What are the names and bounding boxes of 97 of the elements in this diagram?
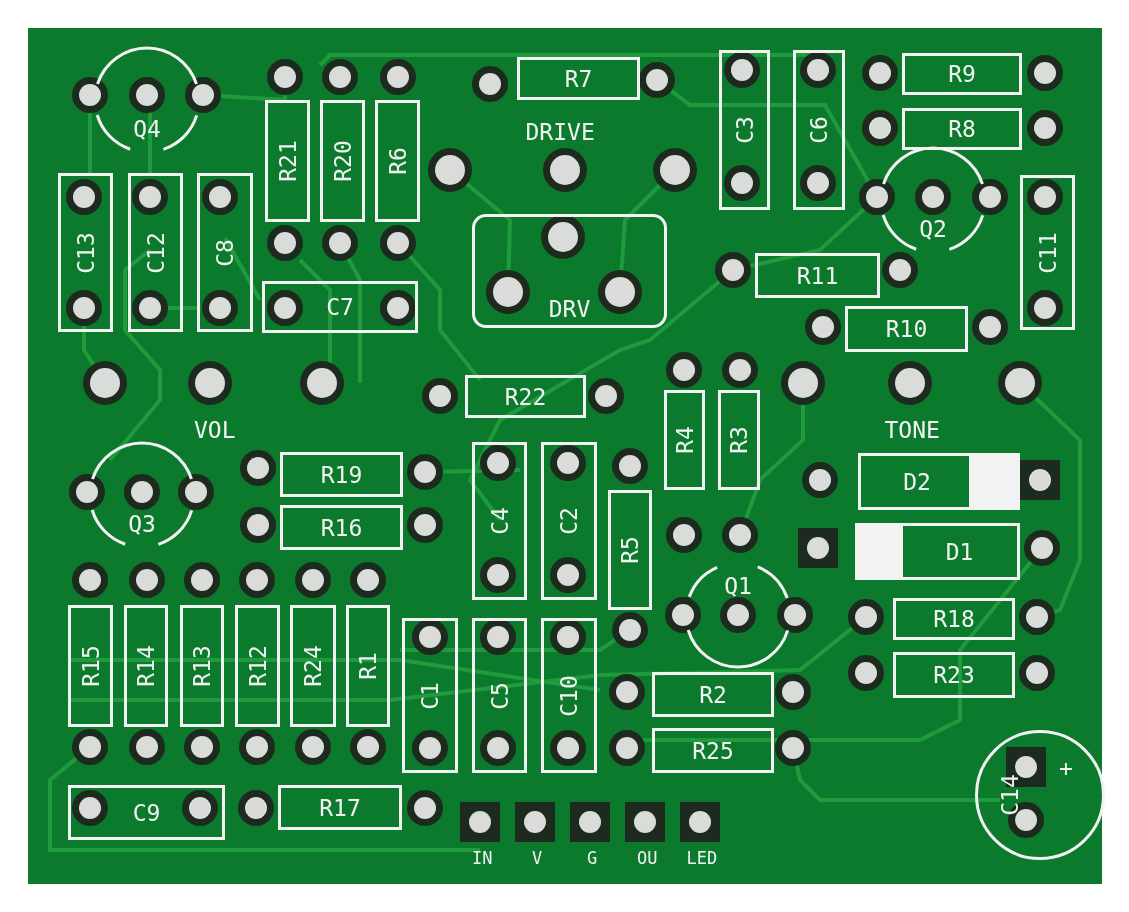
diode-outline xyxy=(855,523,1020,580)
component-outline xyxy=(265,100,310,222)
designator-label: DRV xyxy=(548,297,591,321)
component-outline xyxy=(652,672,774,717)
component-outline xyxy=(320,100,365,222)
component-outline xyxy=(902,53,1022,95)
component-outline xyxy=(128,173,183,332)
component-outline xyxy=(58,173,113,332)
designator-label: R11 xyxy=(796,263,839,288)
component-outline xyxy=(541,618,597,773)
designator-label: R19 xyxy=(320,462,363,487)
silkscreen-label: VOL xyxy=(194,418,236,442)
designator-label: R13 xyxy=(190,645,214,687)
designator-label: R12 xyxy=(245,645,270,687)
component-outline xyxy=(893,598,1015,640)
diode-outline xyxy=(858,453,1020,510)
designator-label: R15 xyxy=(78,645,103,687)
component-outline xyxy=(375,100,420,222)
component-outline xyxy=(124,605,168,727)
designator-label: R1 xyxy=(356,652,380,680)
pin-label: V xyxy=(532,849,543,867)
silkscreen-label: + xyxy=(1059,756,1073,780)
designator-label: Q1 xyxy=(724,574,752,598)
designator-label: C4 xyxy=(487,507,512,535)
designator-label: R20 xyxy=(330,140,355,182)
designator-label: C7 xyxy=(326,295,354,319)
designator-label: R4 xyxy=(672,426,697,454)
component-outline xyxy=(68,605,113,727)
component-outline xyxy=(472,442,527,600)
pin-label: OU xyxy=(637,849,658,867)
designator-label: C11 xyxy=(1035,231,1060,274)
designator-label: D1 xyxy=(945,539,974,564)
component-outline xyxy=(465,375,586,418)
component-outline xyxy=(180,605,224,727)
designator-label: R10 xyxy=(885,317,928,341)
designator-label: R7 xyxy=(564,66,593,91)
component-outline xyxy=(278,785,402,830)
component-outline xyxy=(755,253,880,298)
designator-label: R24 xyxy=(301,645,325,687)
designator-label: C14 xyxy=(998,774,1022,816)
component-outline xyxy=(262,281,418,333)
designator-label: R23 xyxy=(933,663,975,687)
designator-label: C13 xyxy=(73,231,98,274)
component-outline xyxy=(197,173,253,332)
component-outline xyxy=(1020,175,1075,330)
designator-label: C1 xyxy=(418,681,442,710)
designator-label: D2 xyxy=(903,469,931,494)
component-outline xyxy=(664,390,705,490)
designator-label: C2 xyxy=(557,507,581,535)
pin-label: G xyxy=(587,849,598,867)
designator-label: R18 xyxy=(933,607,975,631)
component-outline xyxy=(402,618,458,773)
component-outline xyxy=(541,442,597,600)
component-outline xyxy=(472,618,527,773)
designator-label: C12 xyxy=(143,231,168,274)
pin-label: LED xyxy=(686,849,718,867)
designator-label: R5 xyxy=(618,536,642,564)
designator-label: R17 xyxy=(319,795,361,820)
designator-label: C5 xyxy=(487,681,512,710)
silkscreen-label: TONE xyxy=(884,418,940,442)
component-outline xyxy=(517,57,640,100)
designator-label: R16 xyxy=(320,515,363,540)
component-outline xyxy=(608,490,652,610)
designator-label: C8 xyxy=(213,238,237,267)
component-outline xyxy=(280,452,403,497)
component-outline xyxy=(346,605,390,727)
designator-label: R21 xyxy=(275,140,300,182)
silkscreen-label: DRIVE xyxy=(525,120,595,144)
capacitor-outline xyxy=(975,730,1105,860)
designator-label: R25 xyxy=(692,738,734,763)
component-outline xyxy=(845,306,968,352)
component-outline xyxy=(235,605,280,727)
component-outline xyxy=(902,108,1022,150)
designator-label: C10 xyxy=(557,674,581,717)
component-outline xyxy=(718,390,760,490)
designator-label: C3 xyxy=(732,116,757,144)
component-outline xyxy=(793,50,845,210)
component-outline xyxy=(68,785,225,840)
component-outline xyxy=(290,605,336,727)
component-outline xyxy=(280,505,403,550)
designator-label: Q2 xyxy=(919,217,947,241)
designator-label: C9 xyxy=(132,800,161,825)
designator-label: Q4 xyxy=(133,117,161,141)
designator-label: R9 xyxy=(948,62,976,86)
designator-label: R2 xyxy=(699,682,727,707)
component-outline xyxy=(652,728,774,773)
designator-label: R14 xyxy=(134,645,158,687)
designator-label: R22 xyxy=(504,384,547,409)
component-outline xyxy=(893,652,1015,698)
pin-label: IN xyxy=(472,849,493,867)
component-outline xyxy=(719,50,770,210)
designator-label: R3 xyxy=(727,426,751,454)
designator-label: C6 xyxy=(807,116,831,144)
designator-label: Q3 xyxy=(128,512,156,536)
designator-label: R6 xyxy=(385,147,410,175)
designator-label: R8 xyxy=(948,117,976,141)
potentiometer-outline xyxy=(472,214,667,328)
